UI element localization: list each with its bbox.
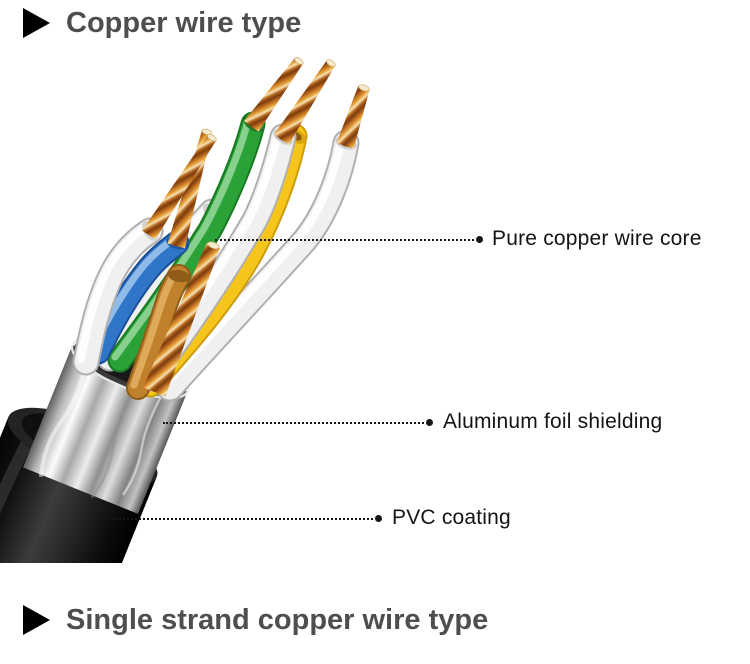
copper-strands-white-pair-2: [335, 84, 370, 150]
leader-line: [215, 239, 474, 241]
leader-dot: [375, 515, 382, 522]
label-pure-copper-wire-core: Pure copper wire core: [492, 227, 702, 250]
wire-orange: [134, 268, 191, 388]
wire-end-cap: [168, 269, 190, 283]
leader-dot: [426, 419, 433, 426]
section-header-bottom: Single strand copper wire type: [23, 603, 488, 637]
leader-dot: [476, 236, 483, 243]
foil-crinkle: [38, 356, 89, 477]
section-title-bottom: Single strand copper wire type: [66, 603, 489, 636]
copper-strands-white-pair-1: [273, 59, 336, 145]
right-triangle-icon: [23, 605, 50, 635]
leader-line: [112, 518, 373, 520]
foil-crinkle: [122, 391, 165, 496]
copper-strands-center: [143, 241, 220, 397]
foil-crinkle: [90, 380, 142, 499]
leader-line: [163, 422, 424, 424]
copper-strands-green-pair: [243, 56, 304, 133]
label-aluminum-foil-shielding: Aluminum foil shielding: [443, 410, 663, 433]
section-title-top: Copper wire type: [66, 6, 302, 39]
right-triangle-icon: [23, 8, 50, 38]
copper-strands-crossing: [142, 133, 217, 240]
section-header-top: Copper wire type: [23, 6, 301, 40]
label-pvc-coating: PVC coating: [392, 506, 511, 529]
jacket-sheen: [0, 430, 38, 563]
